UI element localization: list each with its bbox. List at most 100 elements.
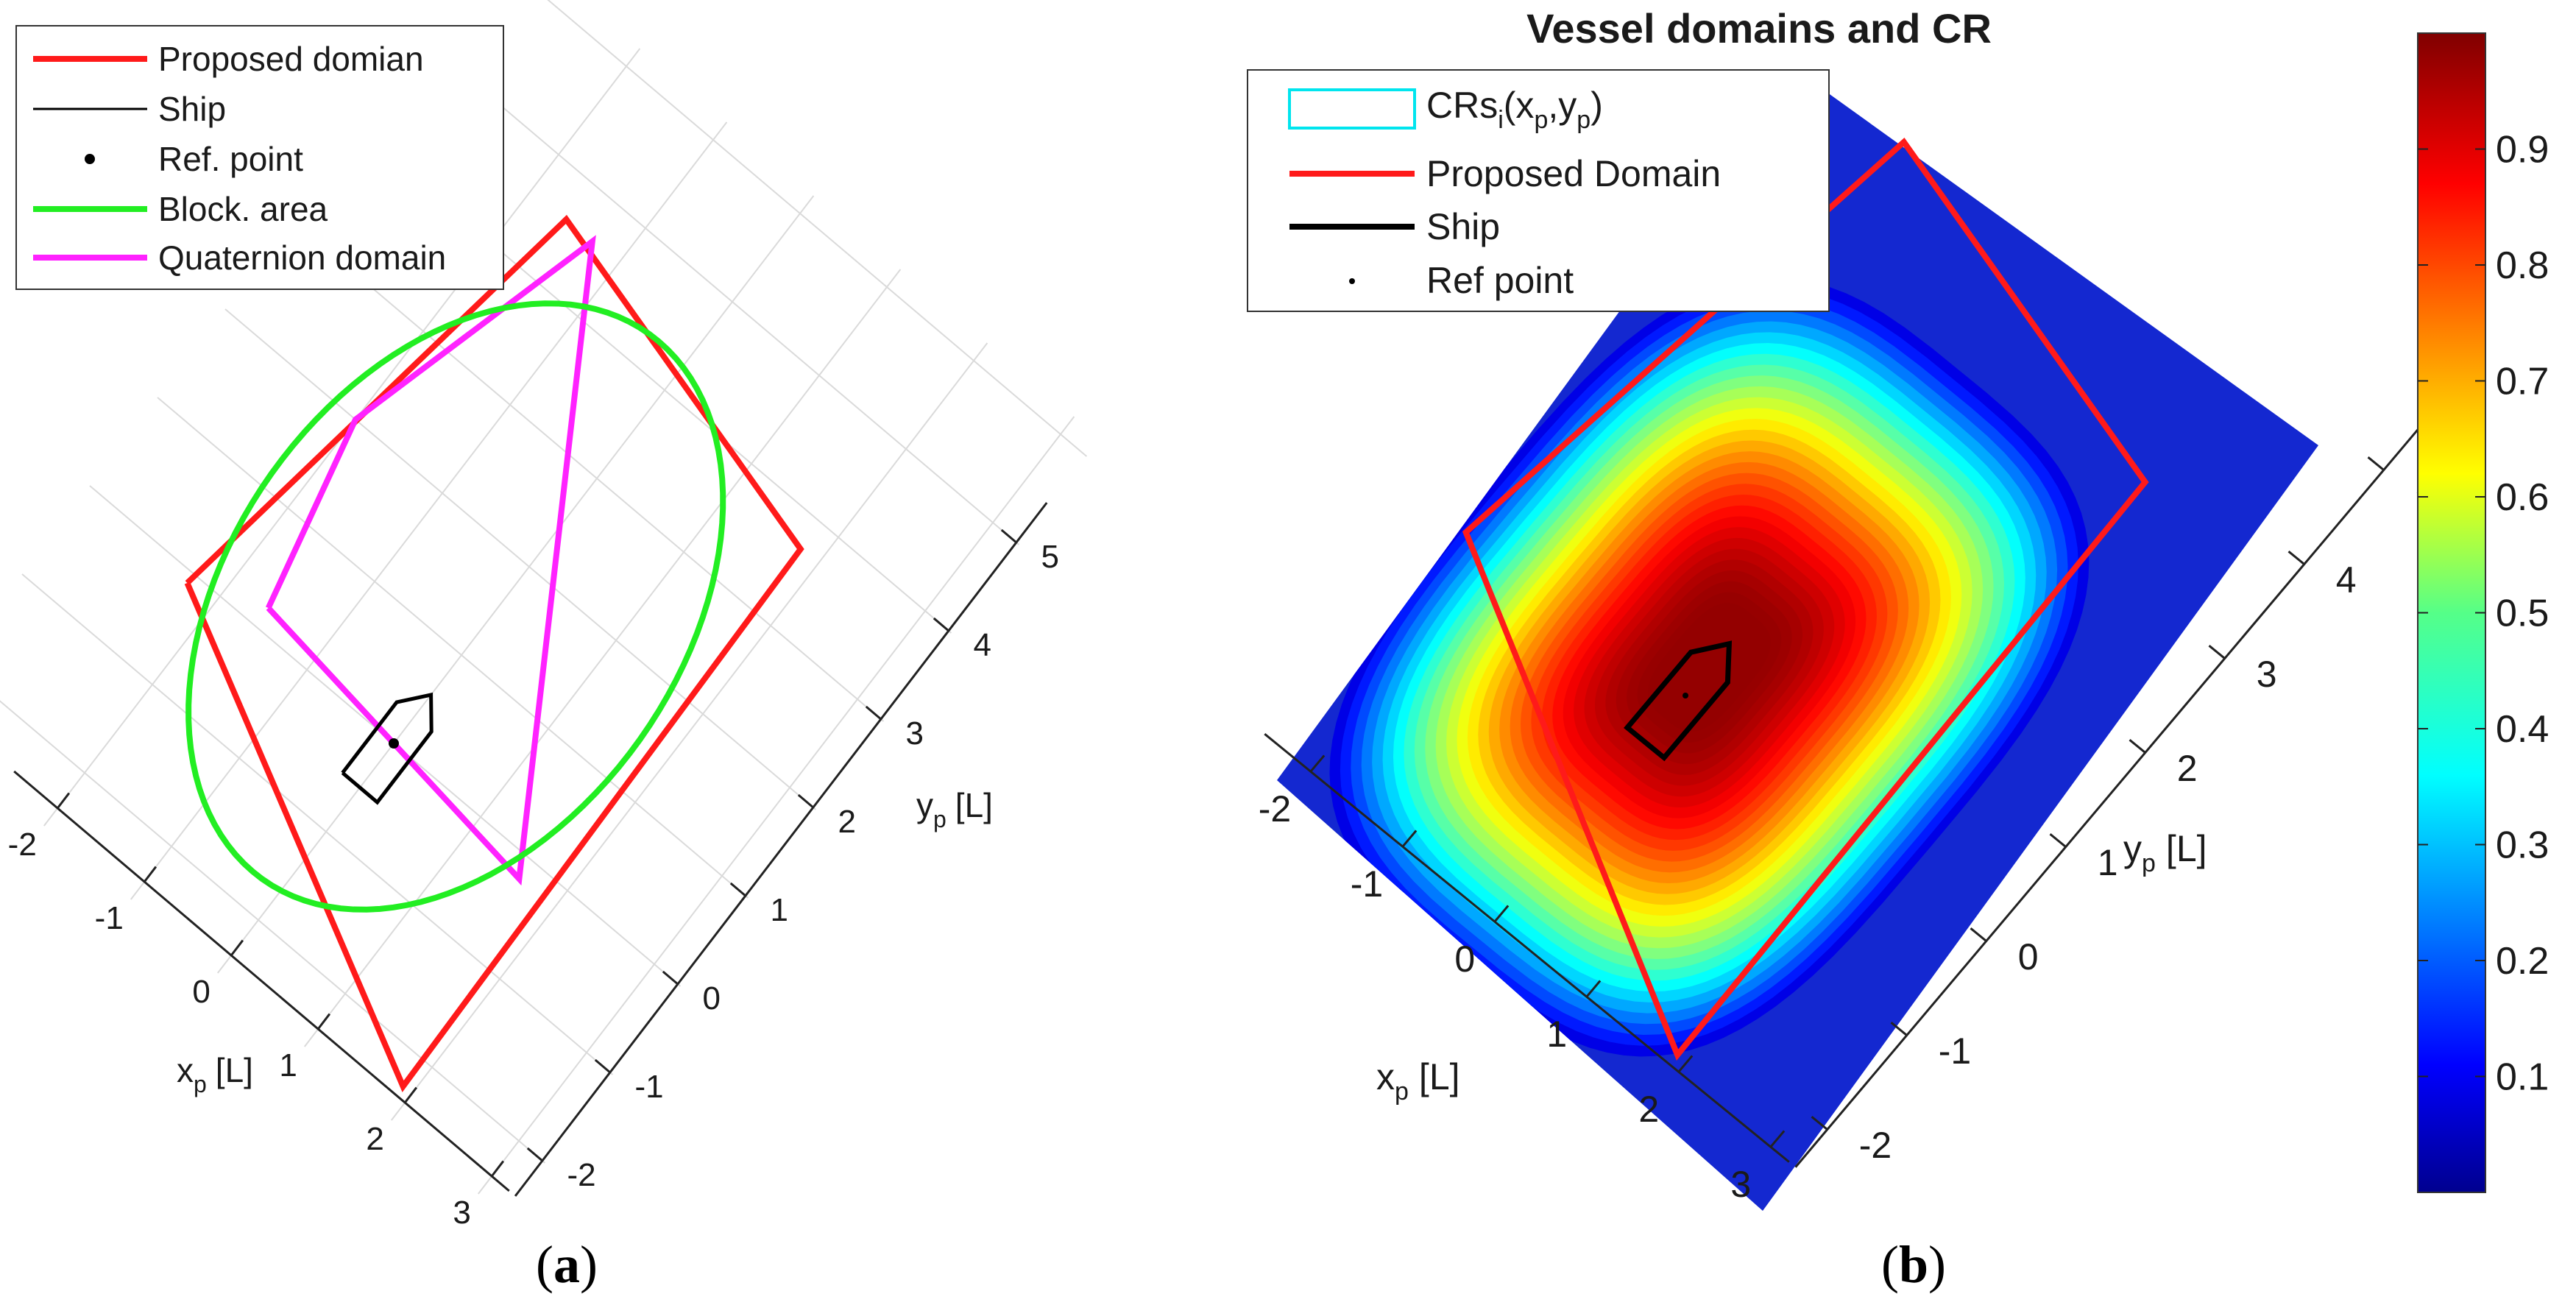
grid-line: [157, 397, 749, 899]
grid-line: [391, 342, 988, 1121]
panel-a-ylabel: yp[L]: [916, 786, 993, 832]
colorbar-gradient: [2417, 32, 2486, 1193]
x-tick: [144, 866, 158, 883]
x-tick: [1401, 830, 1418, 848]
panel-b-xlabel: xp[L]: [1376, 1056, 1460, 1106]
x-tick-label: 0: [1454, 938, 1475, 980]
series-ship: [1624, 640, 1733, 762]
x-tick-label: 2: [366, 1121, 383, 1157]
colorbar-tick-label: 0.9: [2496, 129, 2549, 171]
y-tick: [2129, 739, 2146, 754]
series-ref-point: [1682, 693, 1688, 699]
svg-text:yp[L]: yp[L]: [2123, 828, 2207, 877]
legend-swatch-ref-point: [85, 154, 95, 164]
svg-text:xp[L]: xp[L]: [1376, 1056, 1460, 1106]
series-ship: [341, 692, 434, 805]
y-tick-label: 0: [2018, 936, 2039, 977]
x-tick-label: 1: [1546, 1014, 1567, 1055]
colorbar-tick-label: 0.6: [2496, 476, 2549, 519]
grid-line: [0, 700, 546, 1164]
colorbar-tick-label: 0.1: [2496, 1056, 2549, 1099]
panel-b-legend[interactable]: CRsi(xp,yp) Proposed Domain Ship Ref poi…: [1247, 69, 1830, 312]
x-tick: [1769, 1130, 1786, 1148]
y-tick-label: 0: [702, 980, 720, 1016]
x-tick: [1309, 754, 1326, 773]
y-tick-label: 1: [770, 892, 788, 928]
y-tick: [1970, 927, 1987, 942]
x-tick: [317, 1013, 331, 1030]
x-tick: [57, 792, 71, 809]
cr-contour: [1647, 603, 1771, 732]
legend-box: [15, 25, 504, 290]
legend-label-ship: Ship: [1426, 206, 1500, 247]
series-quaternion-domain: [265, 235, 596, 886]
y-tick-label: -1: [1939, 1030, 1971, 1072]
grid-line: [21, 573, 614, 1075]
y-tick: [797, 793, 814, 809]
x-tick-label: -1: [95, 900, 124, 936]
panel-a-caption: (a): [536, 1235, 598, 1294]
x-tick: [491, 1160, 505, 1177]
y-tick-label: 2: [838, 804, 855, 840]
y-tick: [729, 882, 746, 897]
x-axis-line: [13, 770, 510, 1192]
x-tick-label: -1: [1351, 863, 1383, 905]
colorbar: 0.10.20.30.40.50.60.70.80.9: [2417, 32, 2549, 1193]
x-tick-label: 2: [1638, 1089, 1659, 1130]
colorbar-tick-label: 0.5: [2496, 593, 2549, 635]
legend-swatch-crs: [1288, 88, 1416, 130]
legend-label-block-area: Block. area: [158, 190, 328, 228]
y-tick-label: 3: [905, 715, 923, 751]
y-tick: [662, 970, 679, 986]
x-tick: [404, 1086, 418, 1103]
legend-label-ref-point: Ref point: [1426, 260, 1574, 301]
y-tick-label: 4: [2336, 559, 2357, 601]
colorbar-ticks: 0.10.20.30.40.50.60.70.80.9: [2418, 129, 2549, 1099]
svg-text:xp[L]: xp[L]: [177, 1051, 253, 1097]
panel-a-xlabel: xp[L]: [177, 1051, 253, 1097]
y-tick-label: 4: [973, 627, 991, 663]
legend-label-ship: Ship: [158, 90, 226, 128]
colorbar-tick-label: 0.4: [2496, 708, 2549, 751]
y-tick: [865, 705, 882, 721]
grid-line: [478, 416, 1075, 1195]
x-tick-label: -2: [8, 827, 37, 863]
y-tick: [2367, 456, 2385, 471]
y-tick: [1000, 528, 1017, 544]
grid-line: [428, 43, 1020, 545]
y-tick-label: 2: [2177, 748, 2198, 789]
x-tick-label: 3: [453, 1195, 470, 1231]
panel-b-caption: (b): [1881, 1235, 1946, 1294]
y-tick-label: 3: [2257, 654, 2277, 695]
y-tick-label: -2: [1859, 1125, 1892, 1166]
panel-b-title: Vessel domains and CR: [1526, 5, 1992, 52]
svg-text:yp[L]: yp[L]: [916, 786, 993, 832]
x-axis-line: [1264, 733, 1790, 1163]
colorbar-tick-label: 0.2: [2496, 940, 2549, 983]
y-tick: [2208, 645, 2226, 659]
series-ref-point: [389, 738, 399, 749]
x-tick: [230, 939, 244, 956]
x-tick: [1677, 1055, 1694, 1073]
legend-swatch-ref-point: [1349, 278, 1355, 284]
colorbar-tick-label: 0.8: [2496, 244, 2549, 287]
legend-label-proposed-domian: Proposed domian: [158, 40, 424, 78]
panel-a-series: [184, 214, 804, 1092]
grid-line: [292, 220, 885, 722]
x-tick: [1493, 905, 1510, 923]
y-tick: [933, 617, 949, 632]
grid-line: [217, 195, 815, 974]
y-tick: [526, 1147, 543, 1162]
x-tick-label: 3: [1730, 1164, 1751, 1205]
grid-line: [130, 121, 728, 900]
y-axis-line: [1794, 426, 2421, 1168]
grid-line: [224, 308, 817, 810]
y-axis-line: [514, 502, 1048, 1197]
legend-label-crs: CRsi(xp,yp): [1426, 85, 1603, 134]
panel-b-ylabel: yp[L]: [2123, 828, 2207, 877]
y-tick-label: -1: [634, 1069, 663, 1105]
y-tick: [2287, 551, 2305, 565]
panel-a-legend[interactable]: Proposed domian Ship Ref. point Block. a…: [15, 25, 504, 290]
